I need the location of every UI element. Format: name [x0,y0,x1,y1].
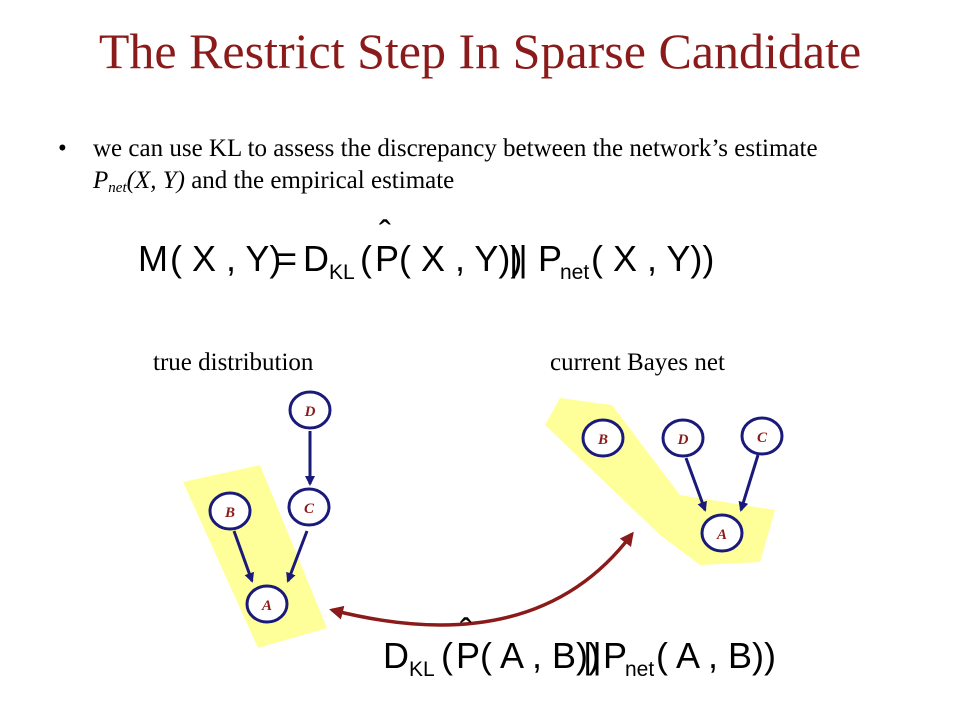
eq-bottom-parallel: || [583,635,602,676]
eq-main-hat: ˆ [379,213,391,254]
right-node-B: B [581,418,625,458]
label-current-bayes-net: current Bayes net [550,349,725,376]
eq-main-M: M [138,238,168,279]
left-edge-C-A [286,530,309,583]
eq-main-parallel: || [509,238,528,279]
eq-bottom-D-subscript: KL [409,658,435,681]
bullet-text: we can use KL to assess the discrepancy … [93,133,883,197]
bullet-p: P [93,167,109,194]
eq-main-equals: = [276,238,297,279]
bullet-text-part1: we can use KL to assess the discrepancy … [93,135,712,162]
eq-main-D: D [303,238,329,279]
right-edge-C-A [738,454,760,512]
eq-main-p2-args: ( X , Y)) [591,238,714,279]
comparison-double-arrow [329,531,634,627]
equation-bottom: D KL ( ˆ P ( A , B)) || P net ( A , B)) [383,611,776,681]
left-node-D-label: D [304,404,316,420]
bullet-text-part2: s estimate [718,135,818,162]
left-node-D: D [288,390,332,430]
label-true-distribution: true distribution [153,349,314,376]
eq-bottom-P-hat: P [456,635,480,676]
left-node-C: C [287,487,331,527]
left-node-B-label: B [224,505,235,521]
eq-bottom-open-paren: ( [441,635,453,676]
bullet-text-part3: and the empirical estimate [184,167,455,194]
right-node-D: D [661,418,705,458]
right-node-A-label: A [716,527,727,543]
slide-title: The Restrict Step In Sparse Candidate [98,23,862,79]
right-node-B-label: B [597,432,608,448]
bullet-args: (X, Y) [126,167,185,194]
left-edge-B-A [232,530,254,583]
eq-main-P-hat: P [375,238,399,279]
left-node-C-label: C [304,501,315,517]
eq-bottom-D: D [383,635,409,676]
eq-main-open-paren: ( [360,238,372,279]
bullet-p-subscript: net [108,180,127,196]
left-node-A: A [245,584,289,624]
equation-main: M ( X , Y) = D KL ( ˆ P ( X , Y)) || P n… [138,213,714,284]
right-edge-D-A [684,457,707,512]
eq-bottom-net-subscript: net [625,658,654,681]
eq-bottom-p2-args: ( A , B)) [656,635,776,676]
eq-main-net-subscript: net [560,261,589,284]
eq-bottom-hat: ˆ [460,611,472,652]
right-node-D-label: D [677,432,689,448]
eq-main-p-args: ( X , Y)) [399,238,522,279]
right-node-C: C [740,416,784,456]
eq-main-D-subscript: KL [329,261,355,284]
left-node-A-label: A [261,598,272,614]
bullet-apostrophe: ’ [711,135,719,162]
right-node-C-label: C [757,430,768,446]
eq-bottom-p-args: ( A , B)) [480,635,600,676]
left-node-B: B [208,491,252,531]
eq-main-lhs-args: ( X , Y) [170,238,281,279]
eq-bottom-P-net: P [603,635,627,676]
eq-main-P-net: P [538,238,562,279]
bullet-dot: • [58,135,67,162]
right-node-A: A [700,513,744,553]
